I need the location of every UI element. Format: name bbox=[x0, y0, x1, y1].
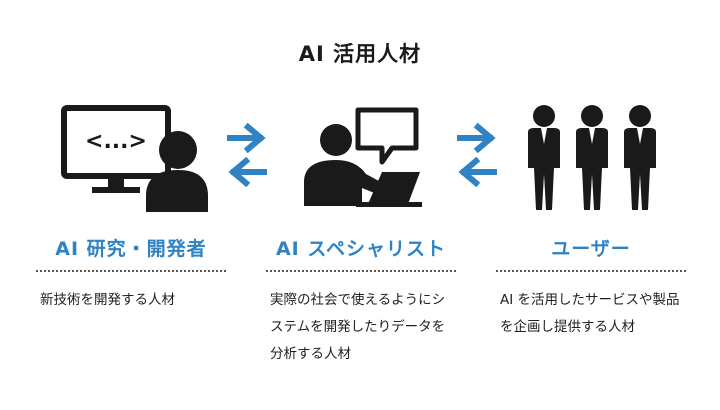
divider-1 bbox=[36, 270, 226, 272]
column-description-specialist: 実際の社会で使えるようにシステムを開発したりデータを分析する人材 bbox=[270, 292, 446, 362]
diagram-title: AI 活用人材 bbox=[298, 42, 422, 66]
svg-text:<...>: <...> bbox=[85, 129, 147, 154]
exchange-arrows-icon-2 bbox=[457, 122, 497, 188]
column-description-researcher: 新技術を開発する人材 bbox=[40, 292, 175, 308]
divider-2 bbox=[266, 270, 456, 272]
divider-3 bbox=[496, 270, 686, 272]
developer-at-monitor-icon: <...> bbox=[61, 105, 208, 212]
column-heading-specialist: AI スペシャリスト bbox=[275, 238, 447, 260]
column-heading-researcher: AI 研究・開発者 bbox=[55, 238, 207, 260]
three-business-people-icon bbox=[528, 105, 656, 210]
column-heading-user: ユーザー bbox=[551, 238, 631, 260]
specialist-at-laptop-icon bbox=[304, 107, 422, 207]
exchange-arrows-icon-1 bbox=[227, 122, 267, 188]
column-description-user: AI を活用したサービスや製品を企画し提供する人材 bbox=[500, 292, 680, 335]
